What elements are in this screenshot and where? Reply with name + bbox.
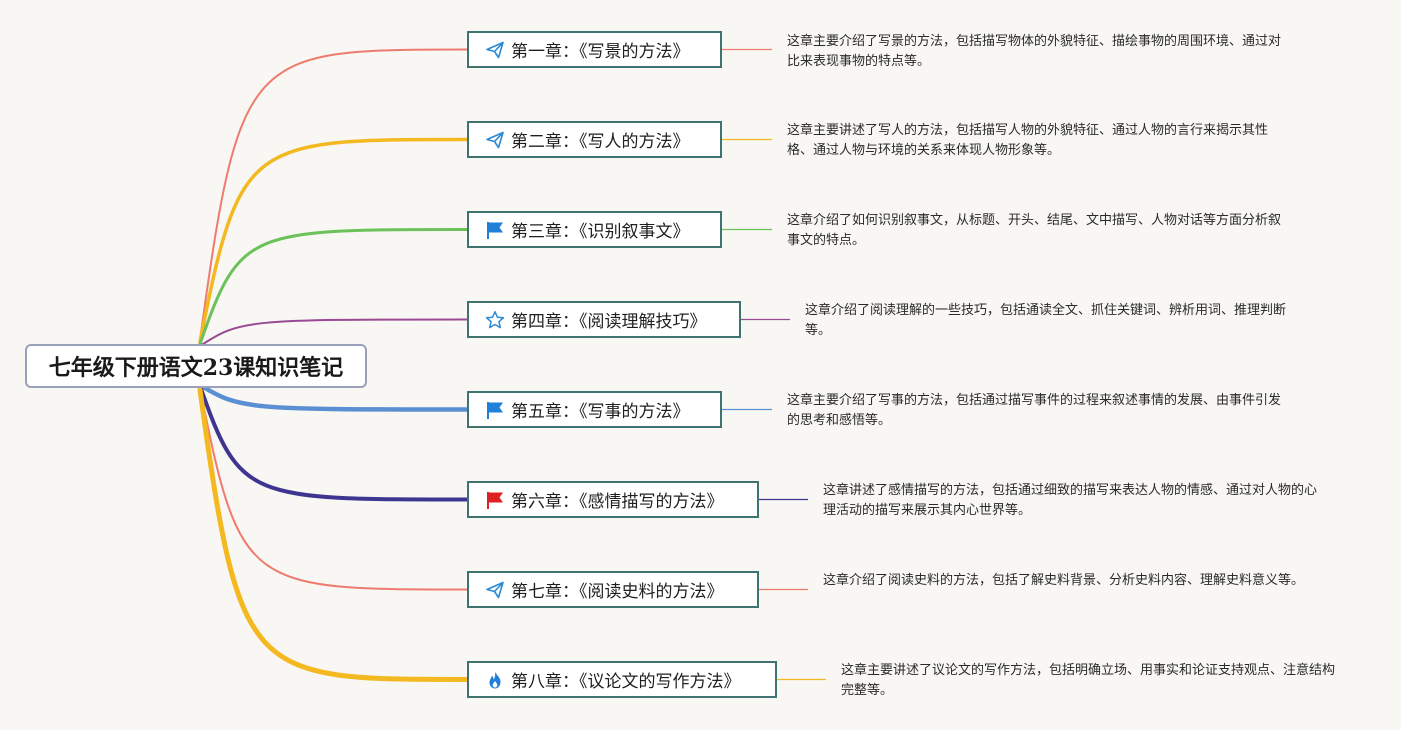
chapter-description-5: 这章主要介绍了写事的方法，包括通过描写事件的过程来叙述事情的发展、由事件引发的思… [787, 393, 1282, 428]
blue-flag-icon [485, 400, 505, 420]
chapter-label: 第六章：《感情描写的方法》 [511, 492, 724, 512]
chapter-description-4: 这章介绍了阅读理解的一些技巧，包括通读全文、抓住关键词、辨析用词、推理判断等。 [805, 303, 1287, 338]
chapter-node-6[interactable]: 第六章：《感情描写的方法》 [467, 481, 759, 518]
branch-line-chapter-4 [199, 318, 468, 347]
chapter-node-7[interactable]: 第七章：《阅读史料的方法》 [467, 571, 759, 608]
chapter-description-1: 这章主要介绍了写景的方法，包括描写物体的外貌特征、描绘事物的周围环境、通过对比来… [787, 34, 1282, 69]
chapter-description-8: 这章主要讲述了议论文的写作方法，包括明确立场、用事实和论证支持观点、注意结构完整… [841, 663, 1336, 698]
blue-flag-icon [485, 220, 505, 240]
star-outline-icon [485, 310, 505, 330]
branch-line-chapter-8 [197, 387, 470, 682]
paper-plane-icon [485, 130, 505, 150]
paper-plane-icon [485, 580, 505, 600]
chapter-node-3[interactable]: 第三章：《识别叙事文》 [467, 211, 722, 248]
branch-line-chapter-6 [198, 384, 469, 502]
chapter-label: 第三章：《识别叙事文》 [511, 222, 690, 242]
root-topic[interactable]: 七年级下册语文23课知识笔记 [25, 344, 367, 388]
chapter-label: 第二章：《写人的方法》 [511, 132, 690, 152]
chapter-description-2: 这章主要讲述了写人的方法，包括描写人物的外貌特征、通过人物的言行来揭示其性格、通… [787, 123, 1269, 158]
branch-line-chapter-7 [199, 387, 468, 591]
chapter-node-2[interactable]: 第二章：《写人的方法》 [467, 121, 722, 158]
branch-line-chapter-2 [198, 137, 469, 344]
branch-line-chapter-3 [198, 228, 469, 346]
chapter-label: 第八章：《议论文的写作方法》 [511, 672, 741, 692]
chapter-description-6: 这章讲述了感情描写的方法，包括通过细致的描写来表达人物的情感、通过对人物的心理活… [823, 483, 1318, 518]
chapter-node-8[interactable]: 第八章：《议论文的写作方法》 [467, 661, 777, 698]
chapter-description-3: 这章介绍了如何识别叙事文，从标题、开头、结尾、文中描写、人物对话等方面分析叙事文… [787, 213, 1282, 248]
root-topic-title: 七年级下册语文23课知识笔记 [48, 355, 344, 381]
branch-line-chapter-5 [197, 382, 470, 412]
chapter-label: 第五章：《写事的方法》 [511, 402, 690, 422]
chapter-node-5[interactable]: 第五章：《写事的方法》 [467, 391, 722, 428]
chapter-node-1[interactable]: 第一章：《写景的方法》 [467, 31, 722, 68]
branch-line-chapter-1 [199, 48, 468, 341]
red-flag-icon [485, 490, 505, 510]
chapter-label: 第四章：《阅读理解技巧》 [511, 312, 707, 332]
chapter-node-4[interactable]: 第四章：《阅读理解技巧》 [467, 301, 741, 338]
chapter-label: 第一章：《写景的方法》 [511, 42, 690, 62]
fire-icon [485, 670, 505, 690]
chapter-description-7: 这章介绍了阅读史料的方法，包括了解史料背景、分析史料内容、理解史料意义等。 [823, 573, 1305, 588]
chapter-label: 第七章：《阅读史料的方法》 [511, 582, 724, 602]
paper-plane-icon [485, 40, 505, 60]
